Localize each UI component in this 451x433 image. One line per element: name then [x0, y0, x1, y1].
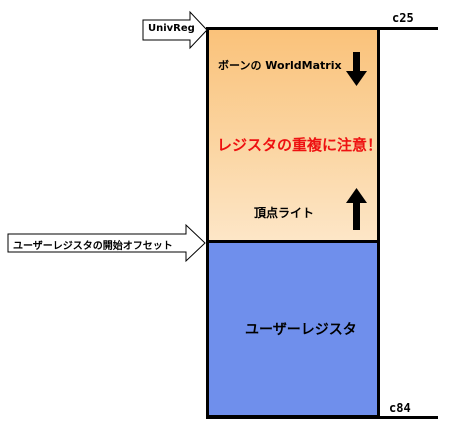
- user-register-start-label: ユーザーレジスタの開始オフセット: [13, 241, 173, 252]
- register-block-top: [206, 27, 380, 243]
- user-register-label: ユーザーレジスタ: [245, 322, 357, 338]
- label-c25: c25: [392, 11, 414, 25]
- register-block-user: [206, 243, 380, 418]
- vertex-light-label: 頂点ライト: [254, 206, 315, 220]
- univreg-label: UnivReg: [148, 23, 195, 34]
- bottom-boundary-line: [206, 416, 438, 419]
- register-overlap-warning: レジスタの重複に注意！: [217, 136, 383, 154]
- top-boundary-line: [206, 27, 438, 30]
- label-c84: c84: [389, 401, 411, 415]
- bone-worldmatrix-label: ボーンの WorldMatrix: [218, 59, 342, 72]
